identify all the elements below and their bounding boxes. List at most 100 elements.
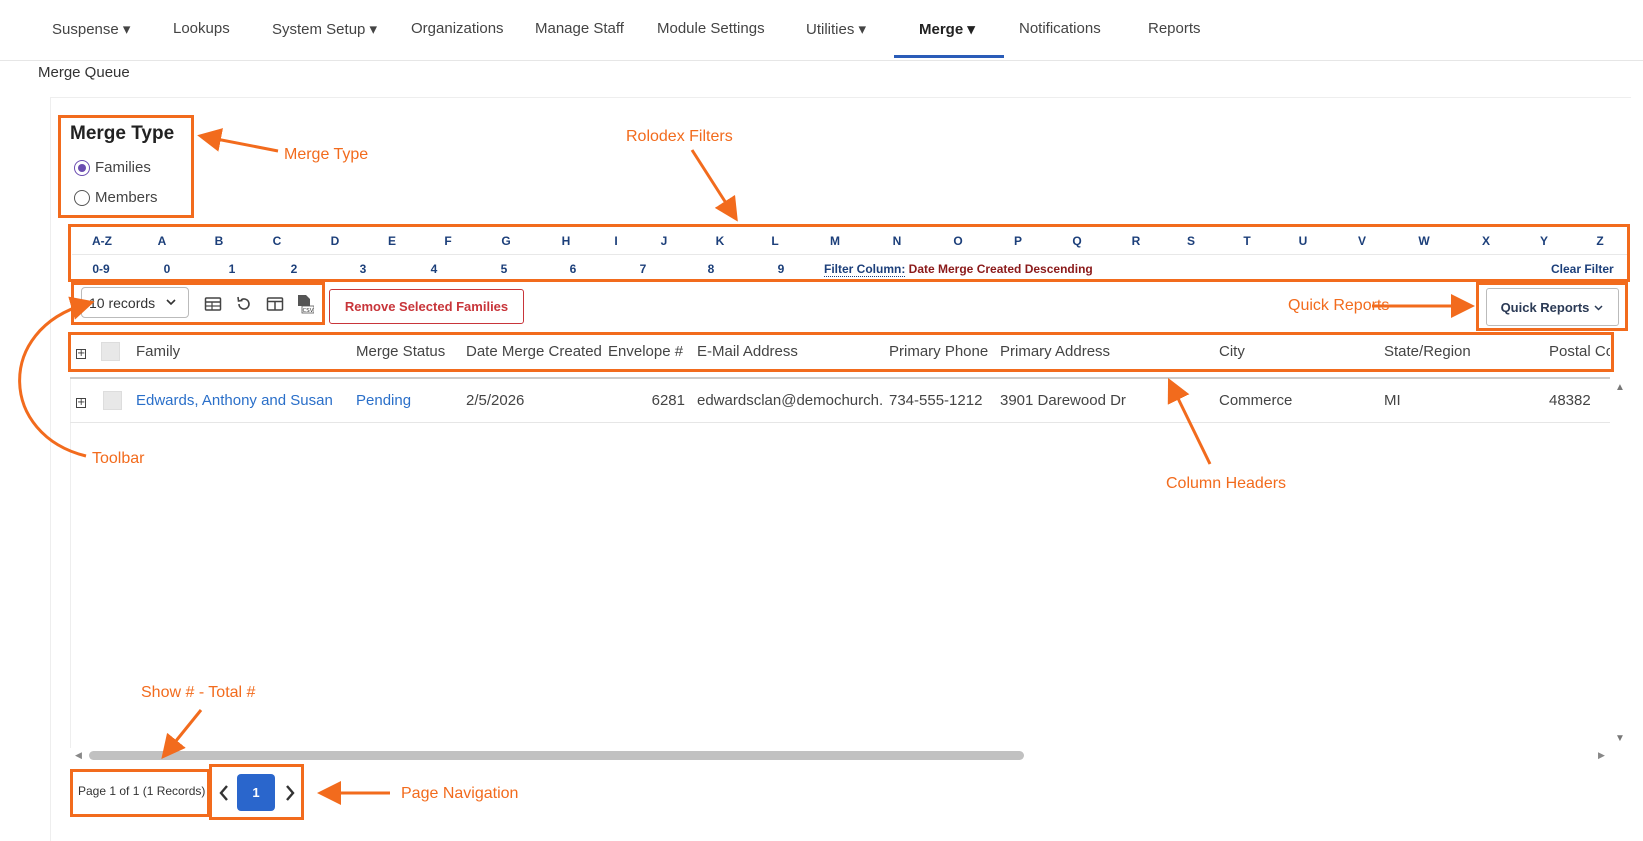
annotation-label-toolbar: Toolbar (92, 450, 145, 467)
rolodex-g[interactable]: G (501, 234, 511, 248)
column-header-envelope[interactable]: Envelope # (608, 343, 684, 360)
column-header-merge-status[interactable]: Merge Status (356, 343, 446, 360)
nav-module-settings[interactable]: Module Settings (657, 20, 765, 37)
rolodex-k[interactable]: K (715, 234, 725, 248)
radio-families-label: Families (95, 159, 151, 176)
merge-status-link[interactable]: Pending (356, 392, 412, 409)
row-divider (70, 422, 1610, 423)
rolodex-a[interactable]: A (157, 234, 167, 248)
column-header-postal-code[interactable]: Postal Code (1549, 343, 1610, 360)
row-checkbox[interactable] (103, 391, 122, 410)
next-page-icon[interactable] (283, 783, 297, 803)
nav-notifications[interactable]: Notifications (1019, 20, 1101, 37)
rolodex-w[interactable]: W (1418, 234, 1430, 248)
rolodex-u[interactable]: U (1298, 234, 1308, 248)
rolodex-0[interactable]: 0 (163, 262, 171, 276)
family-link[interactable]: Edwards, Anthony and Susan (136, 392, 333, 409)
annotation-label-quick-reports: Quick Reports (1288, 297, 1390, 314)
grid-body (70, 378, 1616, 748)
rolodex-b[interactable]: B (214, 234, 224, 248)
nav-lookups[interactable]: Lookups (173, 20, 230, 37)
rolodex-j[interactable]: J (660, 234, 668, 248)
nav-merge[interactable]: Merge ▾ (919, 21, 975, 38)
table-view-icon[interactable] (204, 295, 222, 313)
columns-icon[interactable] (266, 295, 284, 313)
radio-families-control[interactable] (74, 159, 90, 176)
scroll-left-icon[interactable]: ◀ (75, 750, 82, 760)
select-all-checkbox[interactable] (101, 342, 120, 361)
rolodex-v[interactable]: V (1357, 234, 1367, 248)
chevron-down-icon (1594, 304, 1603, 311)
clear-filter-link[interactable]: Clear Filter (1551, 262, 1614, 276)
envelope-cell: 6281 (651, 392, 685, 409)
column-header-date-merge-created[interactable]: Date Merge Created (466, 343, 602, 360)
rolodex-4[interactable]: 4 (430, 262, 438, 276)
rolodex-h[interactable]: H (561, 234, 571, 248)
rolodex-9[interactable]: 9 (777, 262, 785, 276)
rolodex-7[interactable]: 7 (639, 262, 647, 276)
column-header-city[interactable]: City (1219, 343, 1245, 360)
rolodex-l[interactable]: L (771, 234, 779, 248)
rolodex-o[interactable]: O (953, 234, 963, 248)
rolodex-n[interactable]: N (892, 234, 902, 248)
horizontal-scrollbar-thumb[interactable] (89, 751, 1024, 760)
chevron-down-icon (166, 299, 176, 306)
merge-type-title: Merge Type (70, 123, 175, 144)
annotation-label-merge-type: Merge Type (284, 146, 369, 163)
rolodex-z[interactable]: Z (1596, 234, 1604, 248)
rolodex-f[interactable]: F (444, 234, 452, 248)
csv-export-icon[interactable]: CSV (296, 294, 314, 314)
annotation-box-column-headers (68, 332, 1614, 372)
rolodex-p[interactable]: P (1013, 234, 1023, 248)
radio-members[interactable]: Members (74, 189, 158, 206)
column-header-family[interactable]: Family (136, 343, 181, 360)
rolodex-r[interactable]: R (1131, 234, 1141, 248)
nav-manage-staff[interactable]: Manage Staff (535, 20, 624, 37)
rolodex-i[interactable]: I (614, 234, 618, 248)
rolodex-8[interactable]: 8 (707, 262, 715, 276)
nav-suspense[interactable]: Suspense ▾ (52, 21, 131, 38)
radio-families[interactable]: Families (74, 159, 151, 176)
rolodex-s[interactable]: S (1186, 234, 1196, 248)
radio-members-control[interactable] (74, 189, 90, 206)
scroll-right-icon[interactable]: ▶ (1598, 750, 1605, 760)
rolodex-3[interactable]: 3 (359, 262, 367, 276)
row-expand-icon[interactable]: + (76, 397, 86, 408)
page-info: Page 1 of 1 (1 Records) (78, 784, 206, 798)
rolodex-m[interactable]: M (830, 234, 840, 248)
nav-reports[interactable]: Reports (1148, 20, 1201, 37)
rolodex-a-z[interactable]: A-Z (92, 234, 112, 248)
rolodex-6[interactable]: 6 (569, 262, 577, 276)
active-tab-indicator (894, 55, 1004, 58)
rolodex-c[interactable]: C (272, 234, 282, 248)
rolodex-t[interactable]: T (1243, 234, 1251, 248)
page-1-button[interactable]: 1 (237, 774, 275, 811)
annotation-label-show-total: Show # - Total # (141, 684, 256, 701)
remove-selected-families-button[interactable]: Remove Selected Families (329, 289, 524, 324)
nav-organizations[interactable]: Organizations (411, 20, 504, 37)
column-header-email[interactable]: E-Mail Address (697, 343, 798, 360)
rolodex-y[interactable]: Y (1539, 234, 1549, 248)
quick-reports-button[interactable]: Quick Reports (1486, 288, 1619, 326)
quick-reports-label: Quick Reports (1500, 299, 1590, 315)
records-per-page-value: 10 records (89, 294, 156, 311)
filter-column-value: Date Merge Created Descending (908, 262, 1093, 276)
column-header-primary-phone[interactable]: Primary Phone (889, 343, 989, 360)
column-header-primary-address[interactable]: Primary Address (1000, 343, 1111, 360)
scroll-up-icon[interactable]: ▲ (1615, 382, 1625, 393)
rolodex-d[interactable]: D (330, 234, 340, 248)
rolodex-1[interactable]: 1 (228, 262, 236, 276)
rolodex-0-9[interactable]: 0-9 (92, 262, 110, 276)
rolodex-x[interactable]: X (1481, 234, 1491, 248)
nav-system-setup[interactable]: System Setup ▾ (272, 21, 378, 38)
annotation-box-show-total (70, 769, 210, 817)
column-header-state-region[interactable]: State/Region (1384, 343, 1471, 360)
rolodex-5[interactable]: 5 (500, 262, 508, 276)
scroll-down-icon[interactable]: ▼ (1615, 733, 1625, 744)
nav-utilities[interactable]: Utilities ▾ (806, 21, 867, 38)
refresh-icon[interactable] (235, 295, 253, 313)
previous-page-icon[interactable] (217, 783, 231, 803)
rolodex-e[interactable]: E (387, 234, 397, 248)
rolodex-2[interactable]: 2 (290, 262, 298, 276)
rolodex-q[interactable]: Q (1072, 234, 1082, 248)
